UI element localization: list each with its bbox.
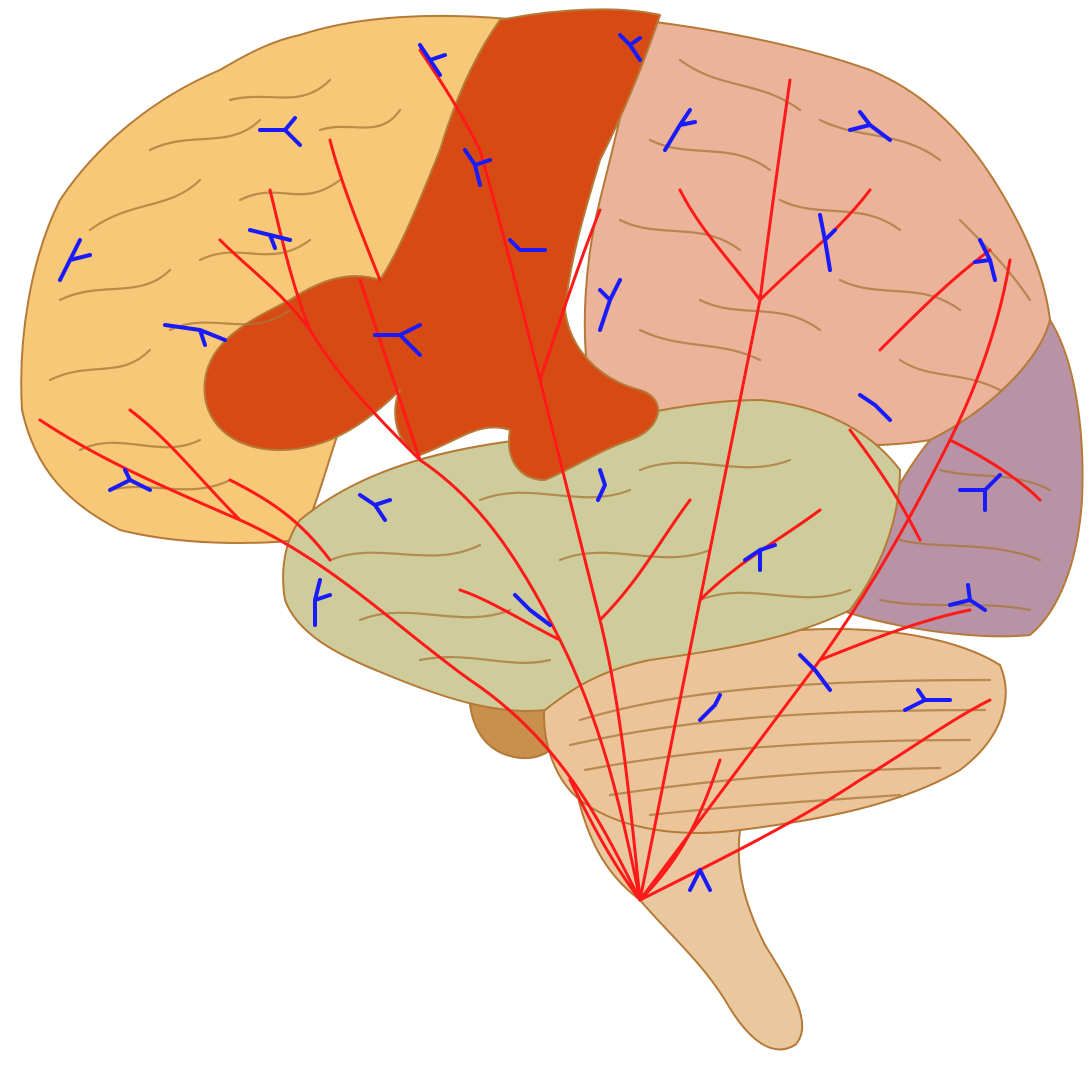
brain-illustration: [0, 0, 1091, 1065]
